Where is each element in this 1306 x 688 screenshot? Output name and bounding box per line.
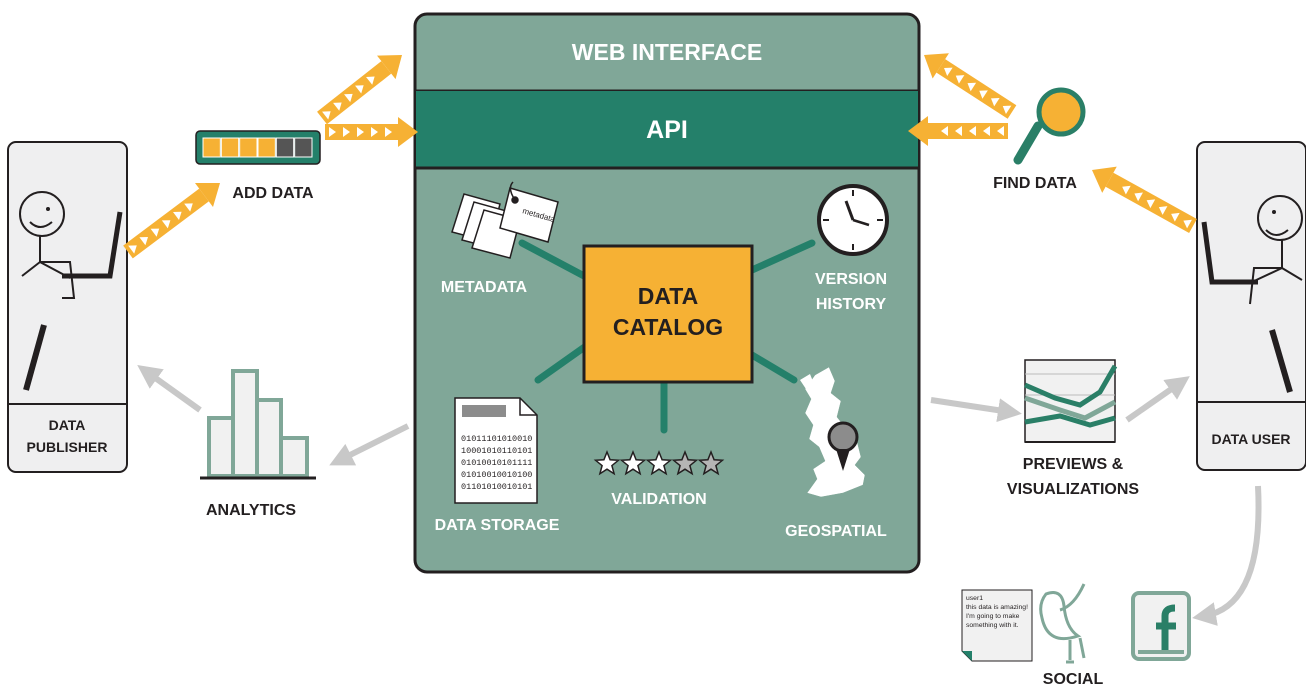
data-catalog-box: DATA CATALOG xyxy=(582,244,754,384)
comment-card-icon: user1 this data is amazing! I'm going to m… xyxy=(961,589,1033,662)
arrow-add-data-to-web xyxy=(317,55,402,125)
publisher-label-line1: DATA xyxy=(49,417,86,433)
binary-lines: 01011101010010 10001010110101 010100101011… xyxy=(461,434,532,492)
arrow-user-to-social xyxy=(1192,485,1262,626)
data-user-figure xyxy=(1196,141,1306,471)
grey-arrows xyxy=(137,365,1262,626)
arrow-analytics-to-publisher xyxy=(137,365,202,413)
progress-cell-filled xyxy=(239,137,258,158)
binary-line: 01101010010101 xyxy=(461,482,532,492)
binary-line: 01010010101111 xyxy=(461,458,532,468)
binary-line: 10001010110101 xyxy=(461,446,532,456)
find-data-label: FIND DATA xyxy=(993,175,1077,192)
previews-label-line1: PREVIEWS & xyxy=(1023,456,1124,473)
validation-label: VALIDATION xyxy=(611,491,706,508)
progress-cells xyxy=(202,137,313,158)
validation-stars xyxy=(593,449,725,476)
binary-line: 01010010010100 xyxy=(461,470,532,480)
web-interface-title: WEB INTERFACE xyxy=(572,39,762,65)
visualization-icon xyxy=(1024,359,1118,443)
analytics-icon xyxy=(200,369,316,480)
previews-label-line2: VISUALIZATIONS xyxy=(1007,481,1139,498)
progress-bar-icon xyxy=(195,130,321,165)
progress-cell-filled xyxy=(220,137,240,158)
binary-line: 01011101010010 xyxy=(461,434,532,444)
star-filled xyxy=(619,449,647,476)
metadata-label: METADATA xyxy=(441,279,528,296)
arrow-publisher-to-add-data xyxy=(123,183,221,259)
publisher-label-line2: PUBLISHER xyxy=(27,439,108,455)
version-label-line1: VERSION xyxy=(815,271,887,288)
analytics-label: ANALYTICS xyxy=(206,502,296,519)
clock-icon xyxy=(817,184,889,256)
metadata-tags-icon: metadata xyxy=(451,181,559,259)
arrow-api-to-find-data xyxy=(908,116,1008,146)
catalog-label-line1: DATA xyxy=(638,283,698,309)
version-label-line2: HISTORY xyxy=(816,296,887,313)
yellow-arrows xyxy=(123,53,1197,259)
arrow-user-to-find-data xyxy=(1091,166,1197,233)
progress-cell-filled xyxy=(202,137,221,158)
progress-cell-empty xyxy=(275,137,295,158)
social-label: SOCIAL xyxy=(1043,671,1104,688)
star-empty xyxy=(671,449,699,476)
comment-line: something with it. xyxy=(966,622,1019,629)
user-label: DATA USER xyxy=(1211,431,1290,447)
api-bar xyxy=(416,91,918,168)
star-filled xyxy=(593,449,621,476)
geospatial-label: GEOSPATIAL xyxy=(785,523,887,540)
progress-cell-filled xyxy=(257,137,276,158)
star-empty xyxy=(697,449,725,476)
data-publisher-figure xyxy=(7,141,128,473)
catalog-label-line2: CATALOG xyxy=(613,314,723,340)
catalog-spokes xyxy=(518,239,816,434)
api-title: API xyxy=(646,116,688,144)
comment-line: this data is amazing! xyxy=(966,604,1028,611)
bird-icon xyxy=(1039,583,1086,664)
progress-cell-empty xyxy=(294,137,313,158)
facebook-icon: f xyxy=(1131,591,1191,661)
arrow-previews-to-user xyxy=(1125,376,1190,423)
data-storage-label: DATA STORAGE xyxy=(435,517,560,534)
arrow-platform-to-analytics xyxy=(329,423,410,466)
add-data-label: ADD DATA xyxy=(232,185,314,202)
arrow-add-data-to-api xyxy=(325,117,418,147)
comment-line: I'm going to make xyxy=(966,613,1020,620)
arrow-web-to-find-data xyxy=(923,53,1017,119)
star-filled xyxy=(645,449,673,476)
magnifier-icon xyxy=(1013,87,1086,165)
arrow-platform-to-previews xyxy=(930,397,1022,423)
comment-line: user1 xyxy=(966,595,983,602)
uk-map-icon xyxy=(800,366,866,498)
document-icon: 01011101010010 10001010110101 010100101011… xyxy=(454,397,538,504)
